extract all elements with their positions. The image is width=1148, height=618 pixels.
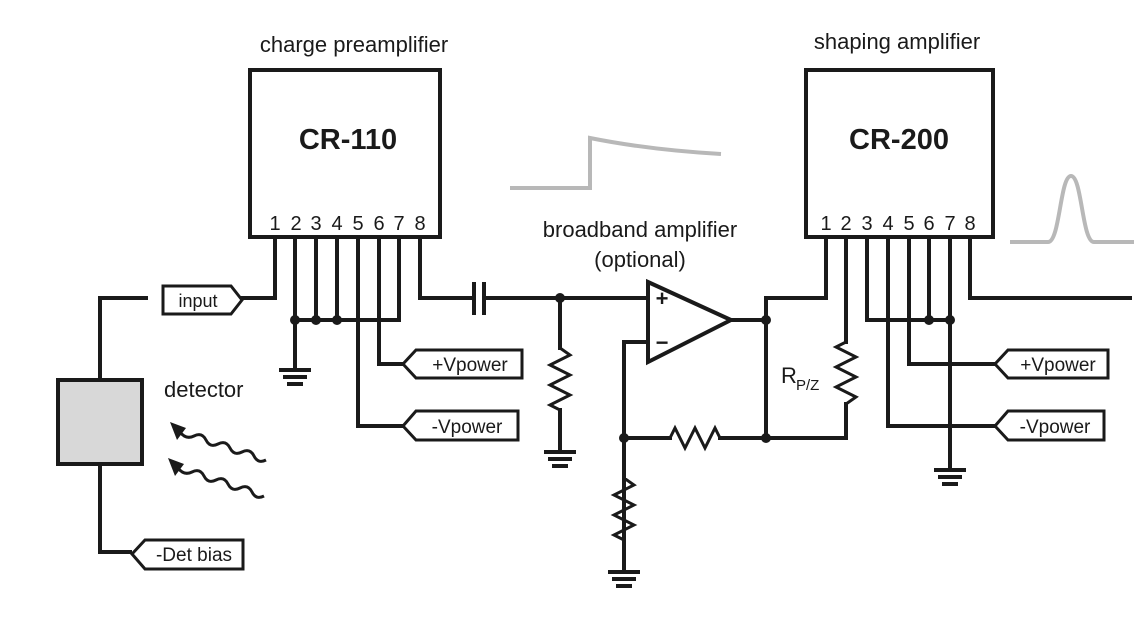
- detector: [56, 378, 144, 466]
- svg-text:+Vpower: +Vpower: [1020, 355, 1096, 376]
- shaper-pin-5: 5: [903, 213, 914, 235]
- shaper-pin-8: 8: [964, 213, 975, 235]
- broadband-optional: (optional): [594, 247, 686, 272]
- svg-text:-Det bias: -Det bias: [156, 545, 232, 566]
- preamp-wiring: [240, 236, 474, 428]
- preamp-pin-1: 1: [269, 213, 280, 235]
- op-amp-plus: +: [656, 286, 669, 311]
- feedback-resistor: [668, 424, 722, 452]
- preamp-pin-6: 6: [373, 213, 384, 235]
- preamp-vpos-connector: +Vpower: [400, 348, 524, 380]
- preamp-vneg-connector: -Vpower: [400, 409, 520, 442]
- ground-symbol: [279, 368, 311, 386]
- rpz-subscript: P/Z: [796, 377, 819, 394]
- svg-text:-Vpower: -Vpower: [432, 417, 503, 438]
- detector-label: detector: [164, 377, 244, 402]
- preamp-pin-8: 8: [414, 213, 425, 235]
- gain-resistor: [610, 476, 638, 542]
- coupling-capacitor: [472, 282, 486, 315]
- gaussian-waveform: [1010, 173, 1134, 244]
- preamp-model: CR-110: [299, 124, 397, 156]
- radiation-arrows-icon: [168, 422, 267, 499]
- shaper-vneg-connector: -Vpower: [992, 409, 1106, 442]
- pole-zero-resistor: [832, 340, 860, 406]
- shaper-pin-7: 7: [944, 213, 955, 235]
- svg-text:input: input: [178, 291, 217, 311]
- preamp-caption: charge preamplifier: [260, 32, 448, 57]
- op-amp-minus: −: [656, 330, 669, 355]
- det-bias-connector: -Det bias: [129, 538, 245, 571]
- step-waveform: [510, 135, 722, 190]
- preamp-pin-5: 5: [352, 213, 363, 235]
- shaper-wiring: [824, 236, 1132, 470]
- shunt-resistor: [546, 346, 574, 412]
- shaper-vpos-connector: +Vpower: [992, 348, 1110, 380]
- svg-text:+Vpower: +Vpower: [432, 355, 508, 376]
- ground-symbol: [608, 570, 640, 588]
- shaper-pin-4: 4: [882, 213, 893, 235]
- ground-symbol: [544, 450, 576, 468]
- svg-text:-Vpower: -Vpower: [1020, 417, 1091, 438]
- broadband-caption: broadband amplifier: [543, 217, 737, 242]
- shaper-pin-6: 6: [923, 213, 934, 235]
- preamp-pin-3: 3: [310, 213, 321, 235]
- preamp-pin-2: 2: [290, 213, 301, 235]
- rpz-label: R: [781, 363, 797, 388]
- shaper-pin-1: 1: [820, 213, 831, 235]
- shaper-pin-3: 3: [861, 213, 872, 235]
- preamp-pin-4: 4: [331, 213, 342, 235]
- preamp-block: [248, 68, 442, 239]
- op-amp: [646, 278, 736, 366]
- shaper-block: [804, 68, 995, 239]
- preamp-pin-7: 7: [393, 213, 404, 235]
- shaper-model: CR-200: [849, 124, 949, 156]
- ground-symbol: [934, 468, 966, 486]
- input-connector: input: [161, 284, 244, 316]
- shaper-caption: shaping amplifier: [814, 29, 980, 54]
- shaper-pin-2: 2: [840, 213, 851, 235]
